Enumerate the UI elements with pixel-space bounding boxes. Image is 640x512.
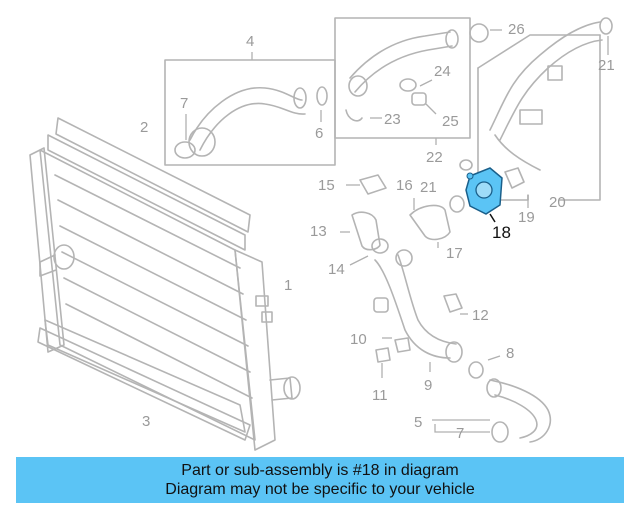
intercooler-core [29, 117, 301, 451]
callout-26: 26 [508, 21, 525, 38]
hoses-lower-middle [340, 211, 468, 378]
callout-19: 19 [518, 209, 535, 226]
callout-14: 14 [328, 261, 345, 278]
callout-13: 13 [310, 223, 327, 240]
callout-1: 1 [284, 277, 292, 294]
callout-5: 5 [414, 414, 422, 431]
info-banner: Part or sub-assembly is #18 in diagram D… [16, 457, 624, 503]
callout-4: 4 [246, 33, 254, 50]
callout-7a: 7 [180, 95, 188, 112]
callout-8: 8 [506, 345, 514, 362]
callout-12: 12 [472, 307, 489, 324]
banner-line-1: Part or sub-assembly is #18 in diagram [181, 462, 459, 479]
hose-group-4 [164, 52, 336, 166]
callout-24: 24 [434, 63, 451, 80]
callout-21a: 21 [420, 179, 437, 196]
callout-3: 3 [142, 413, 150, 430]
callout-9: 9 [424, 377, 432, 394]
callout-17: 17 [446, 245, 463, 262]
hose-group-22 [334, 17, 471, 145]
part-18-highlighted [465, 167, 503, 223]
callout-18-highlighted: 18 [492, 223, 511, 242]
pipe-20 [469, 17, 613, 201]
callout-23: 23 [384, 111, 401, 128]
callout-22: 22 [426, 149, 443, 166]
banner-line-2: Diagram may not be specific to your vehi… [165, 481, 475, 498]
callout-labels: 1 2 3 4 5 6 7 7 8 9 10 11 12 13 14 15 16… [140, 21, 615, 442]
callout-2: 2 [140, 119, 148, 136]
small-parts-center [346, 159, 529, 248]
callout-6: 6 [315, 125, 323, 142]
callout-25: 25 [442, 113, 459, 130]
callout-21b: 21 [598, 57, 615, 74]
callout-15: 15 [318, 177, 335, 194]
callout-16: 16 [396, 177, 413, 194]
callout-20: 20 [549, 194, 566, 211]
hose-5 [432, 355, 552, 443]
callout-7b: 7 [456, 425, 464, 442]
callout-10: 10 [350, 331, 367, 348]
callout-11: 11 [372, 387, 388, 404]
